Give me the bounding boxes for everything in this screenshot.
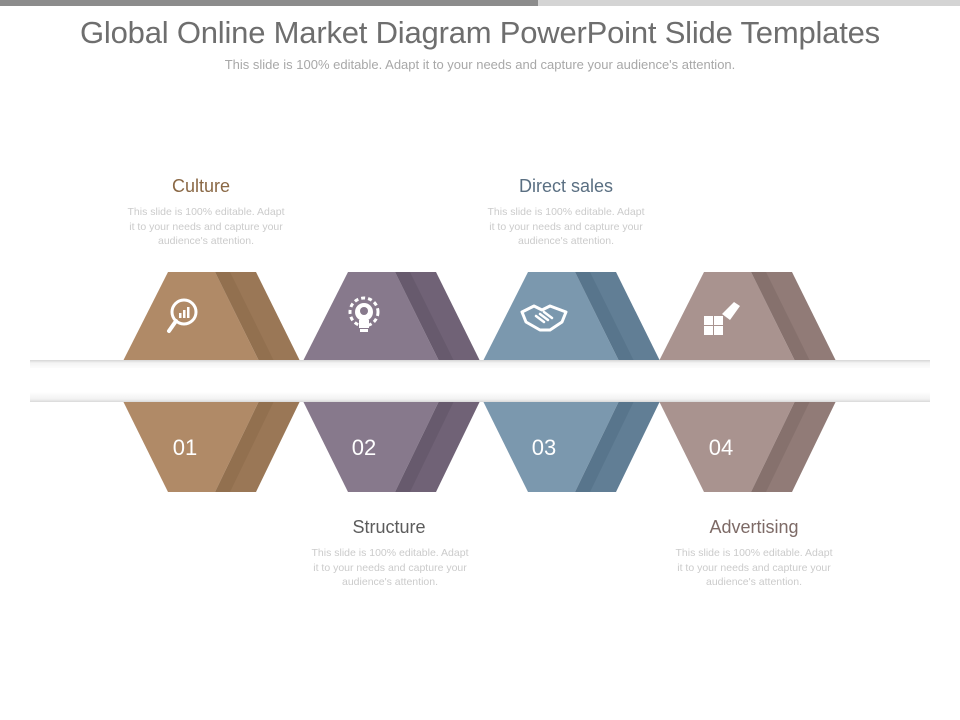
- center-band-top-shadow: [30, 360, 930, 370]
- step-3-heading: Direct sales: [518, 176, 614, 196]
- step-4-description: This slide is 100% editable. Adapt it to…: [675, 547, 833, 588]
- ribbon-step-3-front-bottom: [482, 399, 620, 492]
- step-4-number: 04: [708, 435, 734, 460]
- ribbon-step-3: [482, 272, 661, 492]
- ribbon-step-2-fold-bottom: [395, 399, 455, 492]
- step-2-description: This slide is 100% editable. Adapt it to…: [311, 547, 469, 588]
- center-band-fill: [30, 368, 930, 392]
- step-1-number: 01: [172, 435, 198, 460]
- ribbon-step-1: [122, 272, 301, 492]
- ribbon-step-4-fold-top: [751, 272, 811, 363]
- step-4-heading: Advertising: [709, 517, 799, 537]
- step-1-description: This slide is 100% editable. Adapt it to…: [127, 206, 285, 247]
- ribbon-step-2-front-bottom: [302, 399, 440, 492]
- ribbon-step-2-back-bottom: [395, 399, 481, 492]
- ribbon-step-1-back-top: [215, 272, 301, 363]
- lightbulb-gear-icon: [348, 296, 380, 332]
- ribbon-step-4-back-bottom: [751, 399, 837, 492]
- slide-subtitle: This slide is 100% editable. Adapt it to…: [224, 57, 736, 72]
- top-accent-bar-dark: [0, 0, 538, 6]
- step-3-number: 03: [531, 435, 557, 460]
- handshake-icon: [520, 304, 568, 332]
- ribbon-step-3-back-top: [575, 272, 661, 363]
- ribbon-step-1-back-bottom: [215, 399, 301, 492]
- puzzle-hand-icon: [704, 302, 740, 335]
- ribbon-step-4-back-top: [751, 272, 837, 363]
- ribbon-step-1-front-bottom: [122, 399, 260, 492]
- ribbon-step-1-front-top: [122, 272, 260, 363]
- center-band-bottom-shadow: [30, 392, 930, 402]
- ribbon-step-2-fold-top: [395, 272, 455, 363]
- ribbon-step-1-fold-top: [215, 272, 275, 363]
- ribbon-step-4-fold-bottom: [751, 399, 811, 492]
- magnifier-chart-icon: [167, 298, 198, 333]
- step-3-description: This slide is 100% editable. Adapt it to…: [487, 206, 645, 247]
- center-band: [30, 360, 930, 402]
- ribbon-step-3-fold-top: [575, 272, 635, 363]
- ribbon-step-4-front-bottom: [658, 399, 796, 492]
- ribbon-step-3-back-bottom: [575, 399, 661, 492]
- step-2-number: 02: [351, 435, 377, 460]
- ribbon-step-3-fold-bottom: [575, 399, 635, 492]
- slide-title: Global Online Market Diagram PowerPoint …: [80, 15, 880, 50]
- step-2-heading: Structure: [352, 517, 426, 537]
- top-accent-bar-light: [538, 0, 960, 6]
- step-1-heading: Culture: [171, 176, 231, 196]
- top-accent-bar: [0, 0, 960, 6]
- ribbon-step-1-fold-bottom: [215, 399, 275, 492]
- ribbon-step-2-back-top: [395, 272, 481, 363]
